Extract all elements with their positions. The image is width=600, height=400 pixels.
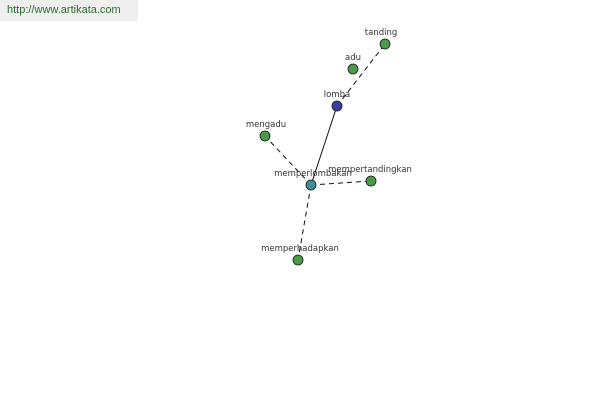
edge-lomba-memperlombakan (310, 105, 338, 186)
label-mempertandingkan[interactable]: mempertandingkan (328, 165, 412, 175)
node-memperhadapkan[interactable] (292, 254, 304, 266)
url-banner: http://www.artikata.com (0, 0, 138, 21)
node-lomba[interactable] (331, 100, 343, 112)
label-memperlombakan[interactable]: memperlombakan (274, 169, 352, 179)
label-memperhadapkan[interactable]: memperhadapkan (261, 244, 339, 254)
labels-layer: lomba memperlombakan tanding adu mengadu memp… (246, 28, 412, 254)
node-mengadu[interactable] (259, 130, 271, 142)
nodes-layer (259, 38, 391, 266)
edge-lomba-tanding (336, 43, 386, 107)
label-lomba[interactable]: lomba (324, 90, 350, 100)
site-url: http://www.artikata.com (7, 4, 121, 16)
label-tanding[interactable]: tanding (365, 28, 397, 38)
node-mempertandingkan[interactable] (365, 175, 377, 187)
node-tanding[interactable] (379, 38, 391, 50)
node-adu[interactable] (347, 63, 359, 75)
edge-memperlombakan-mempertandingkan (310, 180, 372, 186)
label-mengadu[interactable]: mengadu (246, 120, 286, 130)
node-memperlombakan[interactable] (305, 179, 317, 191)
edges-layer (264, 43, 386, 261)
edge-memperlombakan-memperhadapkan (297, 184, 312, 261)
label-adu[interactable]: adu (345, 53, 361, 63)
edge-memperlombakan-mengadu (264, 135, 312, 186)
